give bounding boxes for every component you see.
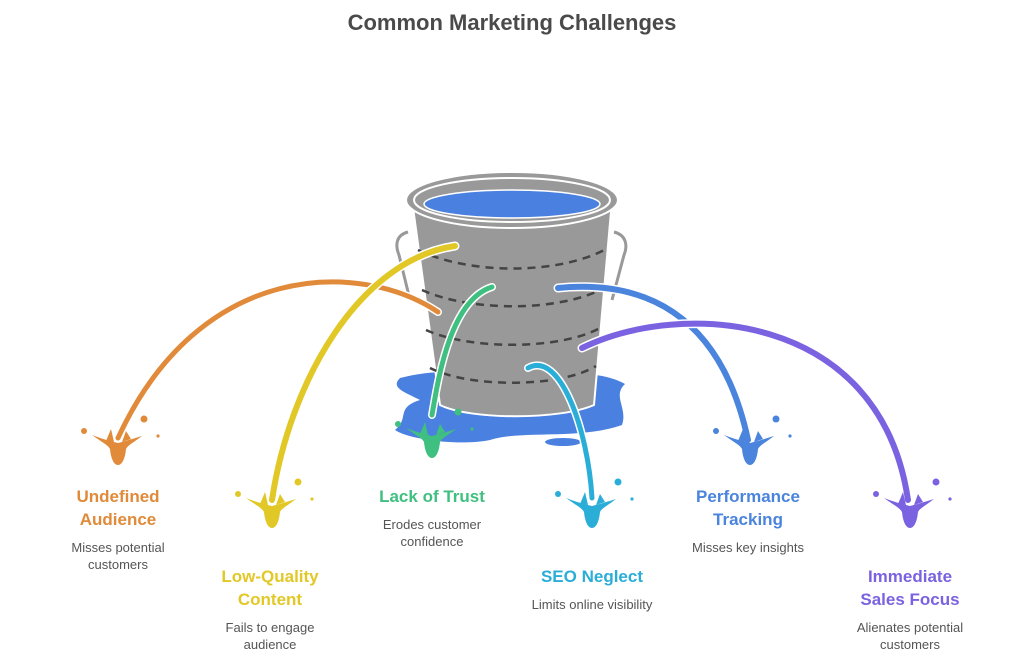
seo-neglect-stream — [525, 363, 595, 501]
immediate-sales-focus-title: Immediate Sales Focus — [860, 567, 960, 609]
low-quality-content-description: Fails to engage audience — [225, 620, 315, 652]
bucket-handle — [395, 230, 412, 301]
seo-neglect-splash-icon — [555, 478, 634, 528]
low-quality-content-splash-icon — [235, 478, 314, 528]
undefined-audience-title: Undefined Audience — [76, 487, 160, 529]
performance-tracking-splash-icon — [713, 415, 792, 465]
lack-of-trust-title: Lack of Trust — [379, 487, 485, 506]
undefined-audience-stream — [115, 279, 441, 441]
water-drop — [545, 438, 581, 446]
low-quality-content-stream — [269, 243, 458, 503]
immediate-sales-focus-splash-icon — [873, 478, 952, 528]
lack-of-trust-stream — [429, 284, 495, 418]
seo-neglect-description: Limits online visibility — [531, 597, 653, 612]
seo-neglect-title: SEO Neglect — [540, 567, 644, 586]
immediate-sales-focus-stream — [579, 320, 911, 503]
bucket-body — [410, 199, 614, 418]
lack-of-trust-description: Erodes customer confidence — [382, 517, 482, 549]
immediate-sales-focus-description: Alienates potential customers — [856, 620, 964, 652]
performance-tracking-stream — [555, 283, 751, 443]
lack-of-trust-splash-icon — [395, 408, 474, 458]
bucket-water — [423, 189, 601, 219]
diagram-title: Common Marketing Challenges — [347, 10, 677, 35]
undefined-audience-splash-icon — [81, 415, 160, 465]
low-quality-content-title: Low-Quality Content — [221, 567, 319, 609]
performance-tracking-title: Performance Tracking — [696, 487, 800, 529]
performance-tracking-description: Misses key insights — [692, 540, 804, 555]
undefined-audience-description: Misses potential customers — [71, 540, 165, 572]
